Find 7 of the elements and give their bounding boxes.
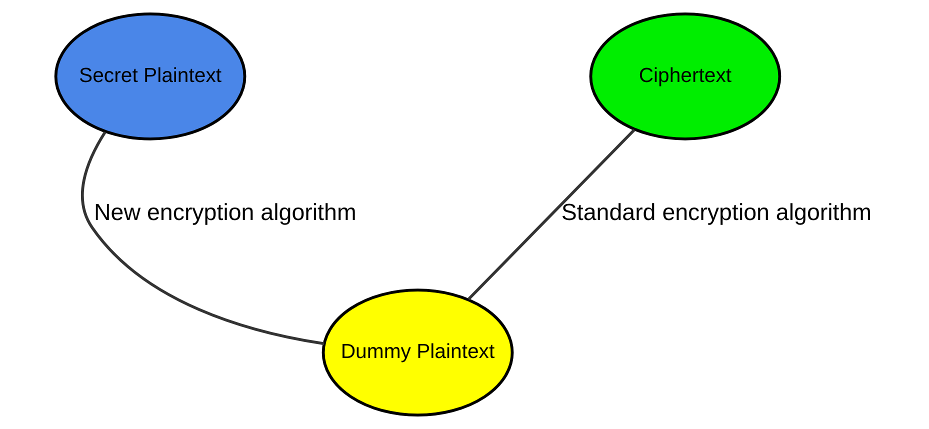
node-ellipse: Ciphertext: [588, 12, 781, 140]
edge-label: New encryption algorithm: [93, 199, 356, 226]
connector: [466, 128, 635, 300]
node-ellipse: Dummy Plaintext: [321, 288, 514, 417]
node-ellipse: Secret Plaintext: [54, 12, 246, 140]
edge-label: Standard encryption algorithm: [560, 199, 872, 226]
connector: [80, 131, 324, 346]
